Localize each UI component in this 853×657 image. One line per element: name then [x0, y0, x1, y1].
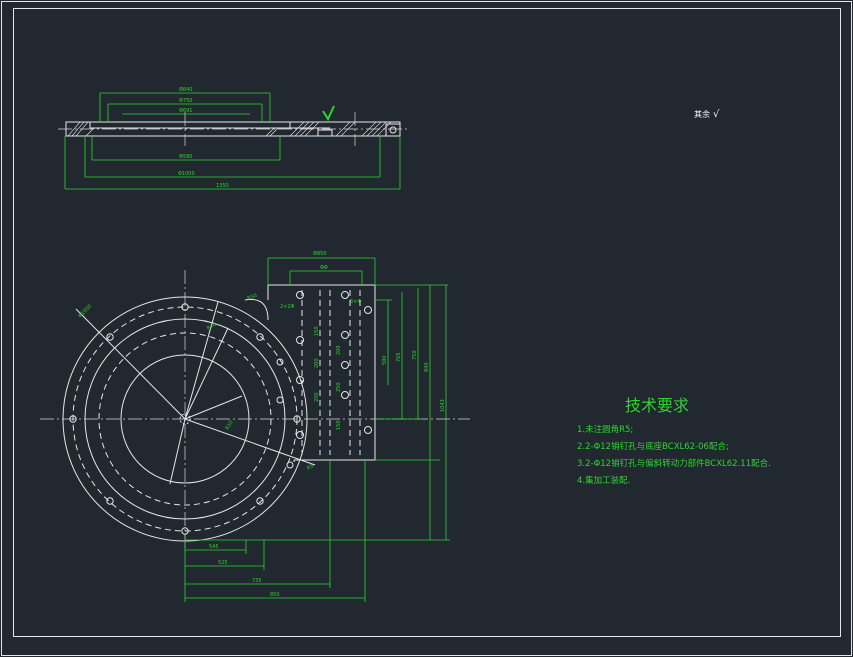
- block-holes: [276, 291, 372, 469]
- dim-inner-5: 200: [336, 345, 342, 355]
- dim-right-3: 1043: [440, 399, 446, 412]
- dim-section-5: 1350: [216, 183, 229, 189]
- dim-inner-2: 150: [314, 326, 320, 336]
- dim-top-1: ΦΦ: [320, 265, 328, 271]
- dim-right-0: 590: [382, 355, 388, 365]
- dim-right-4: 750: [412, 350, 418, 360]
- radius-label-4: R5: [306, 463, 315, 472]
- roughness-symbol: √: [713, 109, 720, 120]
- tech-req-item-3: 3.2-Φ12销钉孔与偏斜转动力部件BCXL62.11配合.: [577, 458, 771, 469]
- tech-req-item-2: 2.2-Φ12销钉孔与底座BCXL62-06配合;: [577, 441, 729, 452]
- radius-label-0: Φ1050: [77, 303, 93, 319]
- radius-label-3: R10: [225, 419, 235, 431]
- dim-section-0: Φ840: [179, 87, 192, 93]
- dim-section-4: Φ1000: [178, 171, 195, 177]
- dim-inner-7: 150: [336, 420, 342, 430]
- tech-req-item-1: 1.未注圆角R5;: [577, 424, 633, 435]
- tech-req-item-4: 4.集加工装配.: [577, 475, 630, 486]
- dim-top-0: Φ850: [313, 251, 326, 257]
- dim-right-2: 840: [424, 362, 430, 372]
- dim-inner-0: 2×2Φ: [280, 304, 295, 310]
- roughness-mark-icon: [322, 105, 335, 122]
- section-view: Φ840 Φ750 Φ691 Φ580 Φ1000 1350: [58, 87, 408, 190]
- dim-section-3: Φ580: [179, 154, 192, 160]
- plan-view: Φ850 ΦΦ 590 765 840 1043 750 2×2Φ 6×Φ 15…: [40, 251, 470, 602]
- dim-bottom-1: 525: [218, 560, 228, 566]
- bolt-holes: [69, 303, 301, 535]
- dim-inner-6: 250: [336, 382, 342, 392]
- dim-bottom-2: 735: [252, 578, 262, 584]
- tech-req-title: 技术要求: [625, 396, 689, 415]
- dim-section-2: Φ691: [179, 108, 192, 114]
- inner-border: [13, 8, 841, 637]
- dim-inner-3: 200: [314, 358, 320, 368]
- dim-section-1: Φ750: [179, 98, 192, 104]
- dim-bottom-3: 850: [270, 592, 280, 598]
- technical-requirements: 技术要求 1.未注圆角R5; 2.2-Φ12销钉孔与底座BCXL62-06配合;…: [577, 396, 771, 486]
- roughness-label: 其余: [694, 109, 710, 119]
- roughness-note: 其余 √: [694, 109, 720, 120]
- dim-inner-1: 6×Φ: [350, 299, 361, 305]
- dim-inner-4: 200: [314, 392, 320, 402]
- dim-bottom-0: 545: [209, 544, 219, 550]
- dim-right-1: 765: [396, 352, 402, 362]
- radius-label-2: R40: [206, 322, 218, 332]
- radius-label-1: R50: [247, 293, 258, 302]
